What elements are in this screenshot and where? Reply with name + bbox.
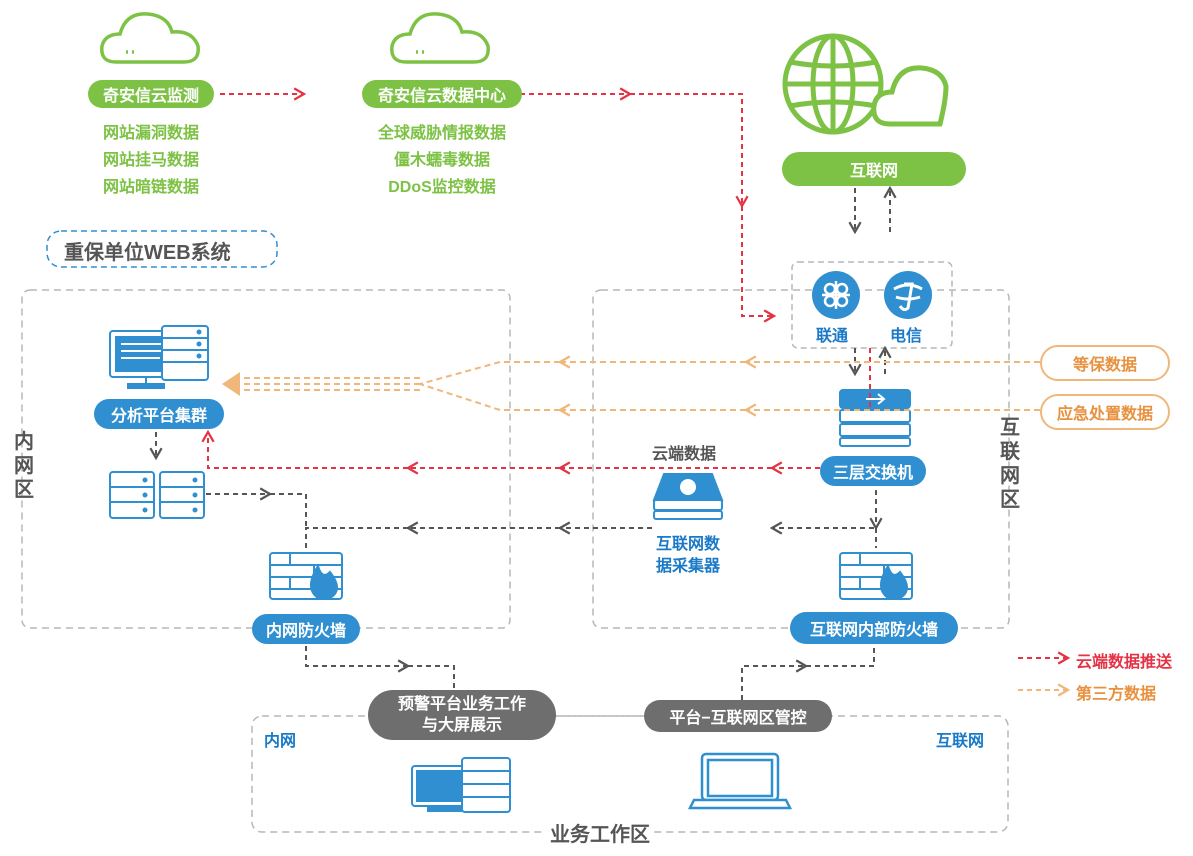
cloud-monitor-item: 网站暗链数据 — [102, 179, 199, 196]
intranet-zone-box — [21, 289, 511, 629]
data-collector-icon — [652, 473, 724, 520]
legend-cloud-push: 云端数据推送 — [1076, 654, 1173, 671]
collector-label: 互联网数 据采集器 — [652, 534, 724, 578]
third-party-lines — [240, 355, 1040, 417]
network-lines — [149, 185, 897, 700]
internet-cloud-icon — [871, 65, 949, 127]
telecom-logo-icon — [884, 271, 932, 319]
cloud-datacenter-label: 奇安信云数据中心 — [362, 80, 522, 108]
internet-zone-text: 互联网区 — [1000, 417, 1020, 511]
intranet-zone-label: 内网区 — [12, 430, 36, 502]
collector-label-line: 据采集器 — [655, 558, 720, 575]
warning-platform-line: 与大屏展示 — [421, 717, 502, 734]
l3-switch-label: 三层交换机 — [820, 456, 926, 486]
carrier-box — [791, 261, 953, 349]
cloud-monitor-items: 网站漏洞数据 网站挂马数据 网站暗链数据 — [88, 120, 214, 201]
unicom-label: 联通 — [816, 328, 849, 345]
cloud-monitor-item: 网站挂马数据 — [102, 152, 199, 169]
cloud-data-label: 云端数据 — [652, 446, 717, 463]
cloud-datacenter-items: 全球威胁情报数据 僵木蠕毒数据 DDoS监控数据 — [352, 120, 532, 201]
cloud-monitor-icon — [100, 12, 200, 64]
cloud-push-lines — [201, 87, 871, 475]
internet-zone-box — [592, 289, 1010, 629]
cloud-datacenter-item: 僵木蠕毒数据 — [393, 152, 490, 169]
intranet-server-icon — [109, 471, 205, 519]
web-system-box — [46, 230, 278, 268]
warning-platform-line: 预警平台业务工作 — [397, 696, 526, 713]
work-area-label: 业务工作区 — [546, 818, 654, 847]
internet-label: 互联网 — [782, 152, 966, 186]
legend-third-party: 第三方数据 — [1076, 686, 1157, 703]
dengbao-data-tag: 等保数据 — [1040, 345, 1170, 381]
globe-icon — [782, 33, 884, 135]
platform-control-label: 平台−互联网区管控 — [644, 700, 832, 732]
analysis-workstation-icon — [109, 325, 209, 389]
legend-lines — [1018, 651, 1071, 697]
intranet-firewall-label: 内网防火墙 — [252, 614, 360, 644]
warning-platform-label: 预警平台业务工作 与大屏展示 — [368, 690, 556, 740]
cloud-monitor-label: 奇安信云监测 — [88, 80, 214, 108]
work-zone-box — [251, 715, 1009, 833]
intranet-firewall-icon — [269, 552, 343, 600]
internet-firewall-icon — [839, 552, 913, 600]
cloud-datacenter-icon — [390, 12, 490, 64]
work-internet-label: 互联网 — [936, 733, 985, 750]
l3-switch-icon — [839, 389, 911, 447]
internet-firewall-label: 互联网内部防火墙 — [790, 612, 958, 644]
unicom-logo-icon — [812, 271, 860, 319]
third-party-arrowhead — [222, 372, 240, 396]
internet-zone-label: 互联网区 — [998, 416, 1022, 512]
intranet-zone-text: 内网区 — [14, 431, 34, 501]
work-laptop-icon — [687, 752, 793, 810]
cloud-datacenter-item: 全球威胁情报数据 — [377, 125, 506, 142]
emergency-data-tag: 应急处置数据 — [1040, 394, 1170, 430]
web-system-label: 重保单位WEB系统 — [64, 242, 231, 264]
cloud-monitor-item: 网站漏洞数据 — [102, 125, 199, 142]
telecom-label: 电信 — [890, 328, 923, 345]
analysis-platform-label: 分析平台集群 — [94, 399, 224, 429]
collector-label-line: 互联网数 — [655, 536, 720, 553]
work-intranet-label: 内网 — [264, 733, 297, 750]
cloud-datacenter-item: DDoS监控数据 — [388, 179, 496, 196]
work-desktop-icon — [411, 757, 511, 813]
